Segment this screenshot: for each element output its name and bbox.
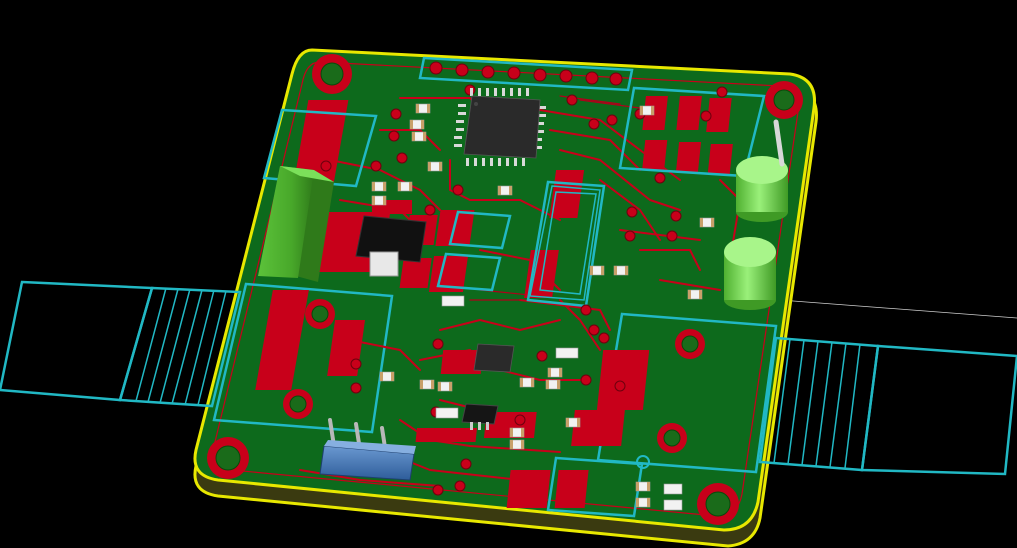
crystal-oscillator[interactable] bbox=[529, 185, 601, 301]
silkscreen bbox=[262, 56, 766, 518]
terminal-block-green[interactable] bbox=[258, 166, 334, 282]
copper-pads bbox=[255, 96, 733, 508]
mounting-hole-bottom-right bbox=[697, 483, 739, 525]
pin-header-blue[interactable] bbox=[319, 418, 416, 481]
op-amp-msop[interactable] bbox=[473, 343, 515, 373]
jack-hole-l2 bbox=[283, 389, 313, 419]
voltage-regulator-sot223[interactable] bbox=[355, 200, 427, 277]
mounting-hole-bottom-left bbox=[207, 437, 249, 479]
jack-hole-r2 bbox=[657, 423, 687, 453]
opto-sop[interactable] bbox=[461, 403, 499, 430]
programming-header-top[interactable] bbox=[429, 61, 623, 86]
mounting-hole-top-left bbox=[312, 54, 352, 94]
jack-hole-l1 bbox=[305, 299, 335, 329]
axis-line bbox=[779, 299, 1017, 319]
led-green-1[interactable] bbox=[736, 119, 788, 222]
smd-passives bbox=[371, 103, 715, 511]
ethernet-jack-left[interactable] bbox=[0, 280, 394, 434]
mounting-hole-top-right bbox=[765, 81, 803, 119]
test-point bbox=[636, 455, 650, 469]
mounting-holes bbox=[207, 54, 803, 525]
microcontroller-qfp[interactable] bbox=[454, 88, 546, 166]
jack-hole-r1 bbox=[675, 329, 705, 359]
led-green-2[interactable] bbox=[724, 237, 776, 310]
